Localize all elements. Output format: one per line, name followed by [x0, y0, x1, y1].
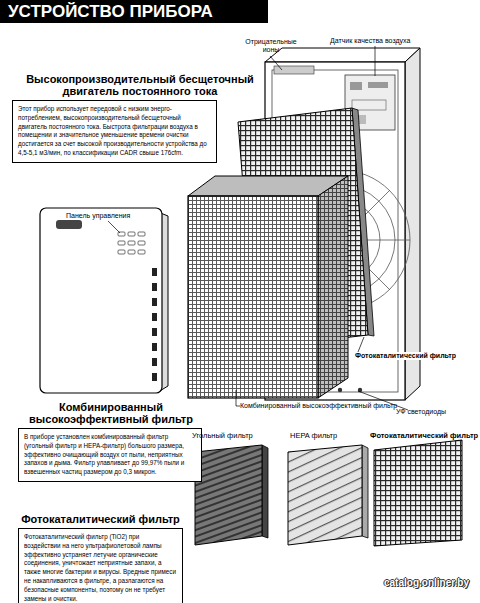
panel-heading: Высокопроизводительный бесщеточный двига…	[1, 73, 279, 97]
hepa-filter	[288, 445, 362, 545]
text-panel: Фотокаталитический фильтрФотокаталитичес…	[18, 528, 183, 603]
combined-filter-front	[188, 196, 318, 398]
panel-body: Фотокаталитический фильтр (TiO2) при воз…	[24, 533, 177, 603]
housing-side	[405, 48, 420, 400]
part-label: Датчик качества воздуха	[330, 37, 440, 45]
control-buttons	[118, 232, 145, 254]
part-label: HEPA фильтр	[290, 432, 370, 441]
brand-logo	[56, 220, 82, 229]
panel-body: Этот прибор использует передовой с низки…	[18, 105, 211, 158]
page-title: УСТРОЙСТВО ПРИБОРА	[8, 2, 213, 21]
uv-led	[338, 388, 342, 392]
panel-body: В приборе установлен комбинированный фил…	[24, 433, 196, 477]
indicator-slots	[152, 268, 157, 381]
part-label: УФ светодиоды	[396, 408, 476, 416]
text-panel: Высокопроизводительный бесщеточный двига…	[12, 100, 217, 163]
part-label: Фотокаталитический фильтр	[355, 352, 477, 360]
carbon-filter-edge	[262, 445, 268, 538]
part-label: Фотокаталитический фильтр	[370, 432, 480, 441]
sensor-chip	[368, 82, 388, 88]
sensor-chip	[350, 82, 362, 90]
carbon-filter	[195, 445, 262, 545]
hepa-filter-edge	[362, 445, 368, 538]
panel-heading: Фотокаталитический фильтр	[13, 513, 188, 525]
combined-filter-side	[318, 176, 348, 398]
photocatalytic-filter	[374, 440, 462, 546]
front-panel	[40, 208, 162, 393]
watermark: catalog.onliner.by	[384, 577, 480, 589]
part-label: Комбинированный высокоэффективный фильтр	[240, 402, 440, 410]
title-band	[0, 0, 268, 23]
housing-top	[265, 48, 420, 62]
panel-heading: Комбинированный высокоэффективный фильтр	[5, 401, 217, 425]
combined-filter-side-shade	[318, 176, 348, 398]
part-label: Угольный фильтр	[192, 432, 282, 441]
part-label: Панель управления	[66, 212, 146, 220]
sensor-chip	[352, 100, 386, 110]
part-label: Отрицательные ионы	[244, 38, 298, 54]
text-panel: Комбинированный высокоэффективный фильтр…	[18, 428, 202, 482]
